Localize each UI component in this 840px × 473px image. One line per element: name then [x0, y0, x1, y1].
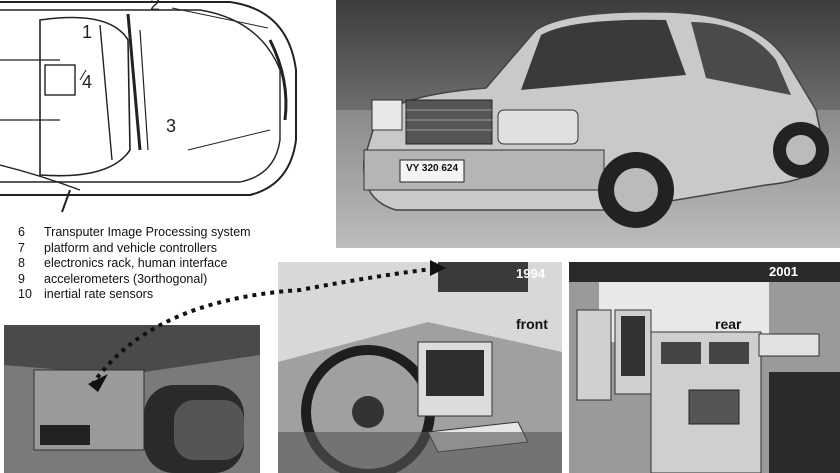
legend-number: 6: [18, 225, 25, 239]
diagram-label-2: 2: [150, 0, 161, 14]
interior-front-image: [278, 262, 562, 473]
legend-number: 10: [18, 287, 32, 301]
legend-number: 8: [18, 256, 25, 270]
diagram-label-4: 4: [82, 72, 93, 92]
legend-number: 7: [18, 240, 25, 255]
diagram-label-3: 3: [166, 116, 177, 136]
interior-rear-image: [569, 262, 840, 473]
year-label-rear: 2001: [769, 264, 798, 279]
car-photo-image: [336, 0, 840, 248]
vehicle-diagram: 1 2 3 4: [0, 0, 320, 215]
component-legend: 6 Transputer Image Processing system 7 pla…: [18, 225, 251, 303]
diagram-label-1: 1: [82, 22, 93, 42]
legend-item: 9 accelerometers (3orthogonal): [18, 272, 251, 288]
license-plate: VY 320 624: [405, 163, 459, 174]
interior-front-photo: 1994 front: [278, 262, 562, 473]
legend-text: Transputer Image Processing system: [44, 225, 251, 239]
front-label: front: [516, 316, 548, 332]
legend-item: 6 Transputer Image Processing system: [18, 225, 251, 241]
interior-rear-photo: 2001 rear: [569, 262, 840, 473]
legend-text: platform and vehicle controllers: [44, 240, 217, 255]
year-label-front: 1994: [516, 266, 545, 281]
legend-text: electronics rack, human interface: [44, 256, 228, 270]
legend-item: 7 platform and vehicle controllers: [18, 241, 251, 257]
legend-item: 10 inertial rate sensors: [18, 287, 251, 303]
rear-label: rear: [715, 316, 742, 332]
legend-text: accelerometers (3orthogonal): [44, 271, 208, 286]
vehicle-diagram-drawing: [0, 0, 297, 213]
car-photo: VY 320 624: [336, 0, 840, 248]
legend-item: 8 electronics rack, human interface: [18, 256, 251, 272]
camera-closeup-image: [4, 325, 260, 473]
legend-text: inertial rate sensors: [44, 287, 154, 301]
legend-number: 9: [18, 271, 25, 286]
camera-closeup-photo: [4, 325, 260, 473]
